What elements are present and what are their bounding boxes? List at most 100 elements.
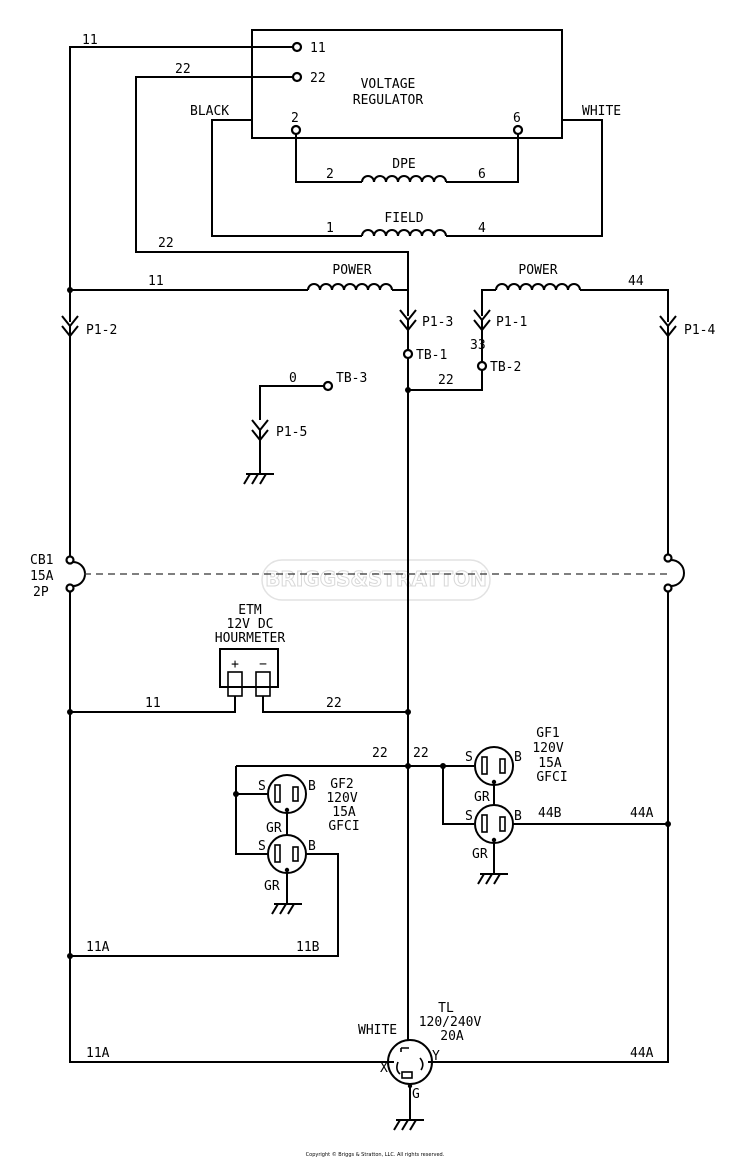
tl-ground-icon [393,1119,424,1131]
etm-line1: ETM [238,603,262,618]
connector-p1-1-label: P1-1 [496,315,527,330]
junction-11a [67,953,73,959]
wire-11a-bottom-label: 11A [86,1046,110,1061]
svg-text:S: S [465,750,473,765]
wire-0 [259,385,324,420]
wire-22-tb2 [408,370,483,391]
breaker-poles: 2P [33,585,49,600]
svg-text:B: B [308,839,316,854]
wire-44a-bottom-label: 44A [630,1046,654,1061]
wire-22-gf-right-label: 22 [413,746,429,761]
connector-p1-3-label: P1-3 [422,315,453,330]
wire-color-black: BLACK [190,104,229,119]
regulator-terminal-22 [291,71,303,83]
gf2-ground-icon [271,903,302,915]
gf1-s-wire [442,766,474,825]
wire-field-4 [446,119,603,237]
terminal-tb-3 [322,380,334,392]
wire-22-etm-label: 22 [326,696,342,711]
wire-44-power [580,289,669,318]
ground-icon [243,473,274,485]
wire-11-etm-label: 11 [145,696,161,711]
gf1-voltage: 120V [532,741,563,756]
dpe-label: DPE [392,157,415,172]
wire-44b-label: 44B [538,806,562,821]
wire-11-top [69,46,293,290]
regulator-pin-2: 2 [291,111,299,126]
regulator-box [251,29,563,139]
power-label-left: POWER [332,263,371,278]
wire-power-right-start [481,289,496,312]
connector-p1-1: P1-1 33 [470,309,527,362]
breaker-cb1: CB1 15A 2P [30,553,685,600]
gf2-outlet-top [267,774,307,814]
wire-0-label: 0 [289,371,297,386]
wire-dpe-6 [446,134,519,183]
gf2-type: GFCI [328,819,359,834]
gf1-amps: 15A [538,756,562,771]
wire-22-etm [262,696,408,713]
svg-text:GR: GR [474,790,490,805]
wire-field-1 [211,119,362,237]
field-wire-4: 4 [478,221,486,236]
connector-p1-3: P1-3 [399,300,453,350]
gf2-outlet-bottom [267,834,307,874]
junction-11-etm [67,709,73,715]
wire-44a-rail [428,592,669,1063]
etm-line2: 12V DC [227,617,274,632]
svg-text:X: X [380,1061,388,1076]
gfci-gf2: S B GR S B GR GF2 120V 15A GFCI [233,766,360,915]
wire-22-gf-left-label: 22 [372,746,388,761]
watermark: BRIGGS&STRATTON [261,559,491,601]
regulator-pin-6: 6 [513,111,521,126]
terminal-tb-3-label: TB-3 [336,371,367,386]
regulator-terminal-2 [290,124,302,136]
wire-22-top [135,76,409,300]
connector-p1-4: P1-4 [659,315,715,558]
svg-text:Y: Y [432,1049,440,1064]
gf1-name: GF1 [536,726,559,741]
wire-11a-rail [69,592,394,1063]
wire-11-power-label: 11 [148,274,164,289]
gfci-gf1: S B GR S B GR GF1 120V 15A GFCI [442,726,568,885]
regulator-terminal-11 [291,41,303,53]
field-label: FIELD [384,211,423,226]
power-label-right: POWER [518,263,557,278]
wire-22-label-top: 22 [175,62,191,77]
breaker-rating: 15A [30,569,54,584]
svg-text:G: G [412,1087,420,1102]
svg-text:B: B [308,779,316,794]
tl-name: TL [438,1001,454,1016]
wire-33-label: 33 [470,338,486,353]
terminal-tb-1-label: TB-1 [416,348,447,363]
svg-text:B: B [514,809,522,824]
connector-p1-5-label: P1-5 [276,425,307,440]
connector-p1-4-label: P1-4 [684,323,715,338]
gf1-ground-icon [477,873,508,885]
wire-11b-label: 11B [296,940,320,955]
breaker-name: CB1 [30,553,53,568]
regulator-title-1: VOLTAGE [361,77,416,92]
gf2-amps: 15A [332,805,356,820]
terminal-tb-2-label: TB-2 [490,360,521,375]
wire-dpe-2 [295,134,362,183]
dpe-coil [361,175,447,183]
svg-text:GR: GR [266,821,282,836]
wire-44a-gf-label: 44A [630,806,654,821]
wire-11b [70,853,339,957]
svg-text:GR: GR [472,847,488,862]
junction-44a [665,821,671,827]
etm-minus-icon: − [259,657,267,672]
wire-11-label: 11 [82,33,98,48]
gf2-name: GF2 [330,777,353,792]
regulator-title-2: REGULATOR [353,93,424,108]
junction-22-etm [405,709,411,715]
junction-22-receptacles [405,763,411,769]
svg-text:S: S [465,809,473,824]
power-coil-right [495,283,581,291]
field-coil [361,229,447,237]
regulator-pin-22: 22 [310,71,326,86]
regulator-terminal-6 [512,124,524,136]
